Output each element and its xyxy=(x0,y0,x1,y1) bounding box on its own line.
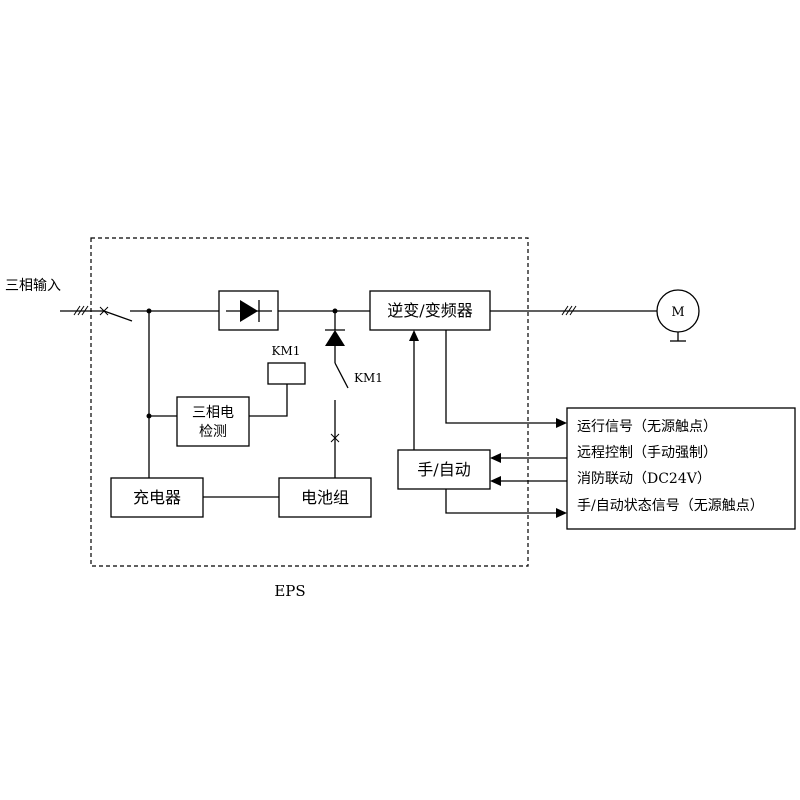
manual-auto-label: 手/自动 xyxy=(417,460,470,479)
detection-label-line2: 检测 xyxy=(199,424,227,440)
km1-coil-label: KM1 xyxy=(272,344,301,358)
inverter-label: 逆变/变频器 xyxy=(387,301,472,320)
signal-fire-linkage: 消防联动（DC24V） xyxy=(577,471,711,487)
manual-auto-block xyxy=(397,449,491,490)
output-triple-slash xyxy=(561,305,577,316)
three-phase-detection-block xyxy=(176,396,250,447)
running-signal-wire xyxy=(445,330,556,424)
eps-label: EPS xyxy=(274,582,305,600)
battery-fuse-x-mark xyxy=(330,433,340,443)
input-switch-blade xyxy=(103,310,133,322)
charger-label: 充电器 xyxy=(133,488,181,507)
arrow-left-icon xyxy=(490,453,501,463)
eps-enclosure xyxy=(90,237,529,567)
manual-auto-status-wire xyxy=(445,489,556,514)
signal-remote-control: 远程控制（手动强制） xyxy=(577,445,717,461)
input-triple-slash xyxy=(73,305,89,316)
motor-label: M xyxy=(671,305,684,320)
signal-panel xyxy=(566,407,796,530)
signal-manual-auto-status: 手/自动状态信号（无源触点） xyxy=(577,498,764,514)
arrow-right-icon xyxy=(556,418,567,428)
charger-block xyxy=(110,477,204,518)
battery-pack-block xyxy=(278,477,372,518)
arrow-up-icon xyxy=(409,330,419,341)
signal-running: 运行信号（无源触点） xyxy=(577,419,717,435)
rectifier-diode-icon xyxy=(226,300,272,322)
km1-coil xyxy=(267,362,306,385)
battery-pack-label: 电池组 xyxy=(301,488,349,507)
arrow-left-icon xyxy=(490,476,501,486)
battery-diode-icon xyxy=(325,311,345,363)
km1-contact-label: KM1 xyxy=(354,371,383,385)
three-phase-input-label: 三相输入 xyxy=(5,278,61,294)
arrow-right-icon xyxy=(556,508,567,518)
motor-ground-icon xyxy=(670,332,686,342)
detect-to-coil-wire xyxy=(249,384,288,417)
km1-contact-blade xyxy=(334,362,349,389)
detection-label-line1: 三相电 xyxy=(192,405,234,421)
